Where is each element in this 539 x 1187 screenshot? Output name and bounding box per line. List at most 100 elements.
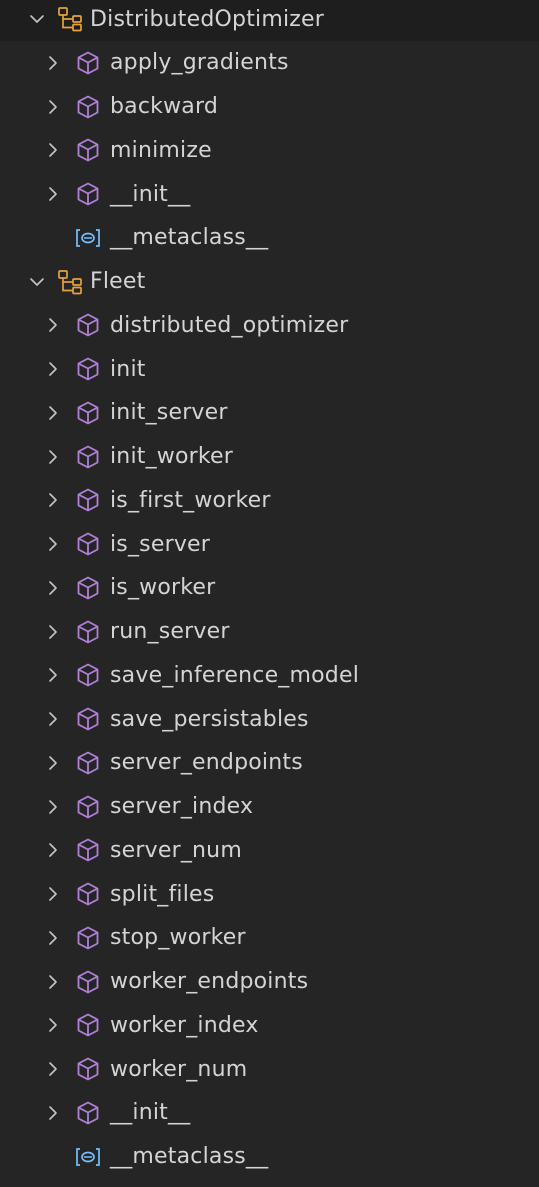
chevron-right-icon[interactable] xyxy=(42,577,64,599)
method-name: worker_index xyxy=(110,1012,259,1038)
outline-method-row[interactable]: stop_worker xyxy=(0,916,539,960)
method-name: init_worker xyxy=(110,444,234,469)
method-icon xyxy=(74,836,102,864)
method-name: save_persistables xyxy=(110,706,309,732)
chevron-right-icon[interactable] xyxy=(42,839,64,861)
method-name: init xyxy=(110,356,146,382)
method-icon xyxy=(74,1011,102,1039)
method-icon xyxy=(74,530,102,558)
field-icon xyxy=(74,224,102,252)
method-icon xyxy=(74,661,102,689)
outline-method-row[interactable]: worker_index xyxy=(0,1003,539,1047)
outline-method-row[interactable]: save_inference_model xyxy=(0,653,539,697)
outline-method-row[interactable]: init_server xyxy=(0,391,539,435)
outline-method-row[interactable]: __init__ xyxy=(0,1091,539,1135)
outline-field-row[interactable]: __metaclass__ xyxy=(0,216,539,260)
chevron-right-icon[interactable] xyxy=(42,1014,64,1036)
method-icon xyxy=(74,311,102,339)
chevron-right-icon[interactable] xyxy=(42,489,64,511)
method-name: server_num xyxy=(110,837,242,863)
method-icon xyxy=(74,968,102,996)
chevron-down-icon[interactable] xyxy=(26,8,48,30)
outline-method-row[interactable]: minimize xyxy=(0,128,539,172)
chevron-right-icon[interactable] xyxy=(42,708,64,730)
chevron-right-icon[interactable] xyxy=(42,139,64,161)
method-icon xyxy=(74,49,102,77)
outline-method-row[interactable]: init xyxy=(0,347,539,391)
outline-method-row[interactable]: split_files xyxy=(0,872,539,916)
method-icon xyxy=(74,1099,102,1127)
method-icon xyxy=(74,136,102,164)
method-icon xyxy=(74,443,102,471)
method-name: is_first_worker xyxy=(110,487,271,513)
outline-method-row[interactable]: apply_gradients xyxy=(0,41,539,85)
method-icon xyxy=(74,399,102,427)
method-icon xyxy=(74,793,102,821)
method-icon xyxy=(74,574,102,602)
chevron-right-icon[interactable] xyxy=(42,883,64,905)
method-name: server_endpoints xyxy=(110,750,303,776)
method-icon xyxy=(74,180,102,208)
chevron-right-icon[interactable] xyxy=(42,1058,64,1080)
method-name: backward xyxy=(110,94,218,119)
outline-method-row[interactable]: save_persistables xyxy=(0,697,539,741)
chevron-right-icon[interactable] xyxy=(42,1102,64,1124)
chevron-right-icon[interactable] xyxy=(42,402,64,424)
outline-class-row[interactable]: DistributedOptimizer xyxy=(0,0,539,41)
class-icon xyxy=(56,268,84,296)
outline-field-row[interactable]: __metaclass__ xyxy=(0,1135,539,1179)
chevron-right-icon[interactable] xyxy=(42,752,64,774)
chevron-down-icon[interactable] xyxy=(26,271,48,293)
method-icon xyxy=(74,618,102,646)
outline-method-row[interactable]: is_first_worker xyxy=(0,478,539,522)
outline-method-row[interactable]: server_index xyxy=(0,785,539,829)
method-name: __init__ xyxy=(110,1100,191,1126)
outline-method-row[interactable]: worker_num xyxy=(0,1047,539,1091)
chevron-right-icon[interactable] xyxy=(42,664,64,686)
method-name: split_files xyxy=(110,881,215,907)
outline-method-row[interactable]: backward xyxy=(0,85,539,129)
method-name: stop_worker xyxy=(110,925,246,951)
chevron-right-icon[interactable] xyxy=(42,533,64,555)
method-name: distributed_optimizer xyxy=(110,312,349,338)
outline-method-row[interactable]: run_server xyxy=(0,610,539,654)
method-icon xyxy=(74,749,102,777)
method-icon xyxy=(74,355,102,383)
chevron-right-icon[interactable] xyxy=(42,446,64,468)
outline-method-row[interactable]: __init__ xyxy=(0,172,539,216)
outline-class-row[interactable]: Fleet xyxy=(0,260,539,304)
chevron-right-icon[interactable] xyxy=(42,52,64,74)
outline-method-row[interactable]: server_num xyxy=(0,828,539,872)
method-icon xyxy=(74,705,102,733)
method-name: server_index xyxy=(110,794,254,819)
chevron-right-icon[interactable] xyxy=(42,96,64,118)
chevron-right-icon[interactable] xyxy=(42,927,64,949)
chevron-right-icon[interactable] xyxy=(42,796,64,818)
outline-method-row[interactable]: is_worker xyxy=(0,566,539,610)
method-name: save_inference_model xyxy=(110,662,360,688)
class-name: DistributedOptimizer xyxy=(90,6,325,32)
outline-method-row[interactable]: worker_endpoints xyxy=(0,960,539,1004)
method-name: apply_gradients xyxy=(110,50,289,76)
chevron-right-icon[interactable] xyxy=(42,971,64,993)
class-icon xyxy=(56,5,84,33)
method-name: run_server xyxy=(110,619,230,644)
chevron-right-icon[interactable] xyxy=(42,621,64,643)
chevron-right-icon[interactable] xyxy=(42,183,64,205)
chevron-right-icon[interactable] xyxy=(42,358,64,380)
outline-method-row[interactable]: server_endpoints xyxy=(0,741,539,785)
field-name: __metaclass__ xyxy=(110,225,269,251)
method-name: worker_num xyxy=(110,1056,248,1082)
method-icon xyxy=(74,486,102,514)
outline-method-row[interactable]: is_server xyxy=(0,522,539,566)
method-name: init_server xyxy=(110,400,228,426)
outline-method-row[interactable]: init_worker xyxy=(0,435,539,479)
method-name: is_worker xyxy=(110,575,216,601)
method-name: __init__ xyxy=(110,181,191,207)
field-name: __metaclass__ xyxy=(110,1144,269,1169)
method-icon xyxy=(74,880,102,908)
method-name: is_server xyxy=(110,531,211,557)
outline-method-row[interactable]: distributed_optimizer xyxy=(0,303,539,347)
chevron-right-icon[interactable] xyxy=(42,314,64,336)
